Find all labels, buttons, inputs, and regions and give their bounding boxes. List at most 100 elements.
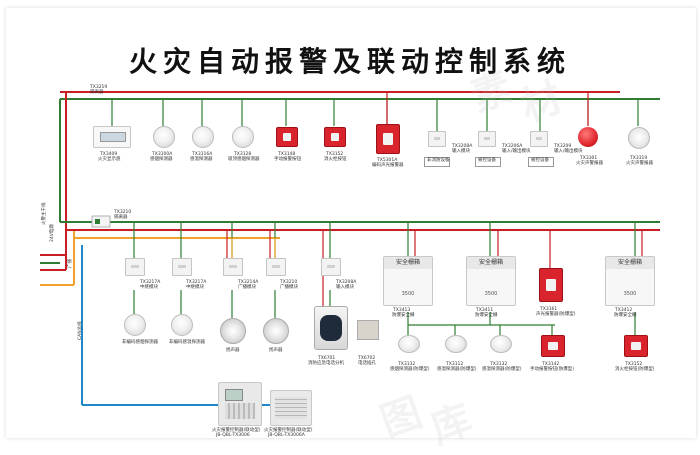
safety-box-3-head: 安全栅箱 [606,257,654,269]
hydrant-button-icon [324,127,346,147]
heat-detector-icon [192,126,214,148]
safety-box-2-head: 安全栅箱 [467,257,515,269]
top-device-1-name: 感烟探测器 [150,157,173,162]
safety-box-2-name: 防爆安全栅 [475,313,498,318]
safety-box-2-sub: 3500 [484,291,498,297]
controller-1-name: 火灾报警控制器(联动型) [212,428,261,433]
lower-device-4-name: 消防应急电话分机 [308,361,344,366]
top-device-0-code: TX3409 [100,152,118,157]
controller-2-model: JB-QBL-TX3006A [268,433,305,438]
left-label-0: 火警主干线 [42,202,47,226]
top-device-0-name: 火灾显示盘 [98,157,121,162]
non-coded-smoke-detector-icon [124,314,146,336]
ex-device-1-code: TX3112 [446,362,464,367]
lower-device-1-name: 非编码感温探测器 [169,340,205,345]
top-device-10-name: 输入/输出模块 [502,149,531,154]
top-device-4-code: TX3148 [278,152,296,157]
top-device-7-name: 非消防设备 [427,158,450,163]
safety-box-1-code: TX3413 [393,308,411,313]
ex-manual-alarm-button-icon [541,335,565,357]
top-device-2-name: 感温探测器 [190,157,213,162]
ex-device-0-name: 感烟探测器(防爆型) [390,367,430,372]
fire-alarm-bell-icon [578,127,598,147]
safety-box-1-sub: 3500 [401,291,415,297]
mid-bus-name: 隔离器 [114,215,128,220]
ex-device-1-name: 感温探测器(防爆型) [437,367,477,372]
sound-light-alarm-icon [376,124,400,154]
top-device-10-code: TX3206A [502,144,523,149]
top-device-14-name: 火灾声警报器 [626,161,653,166]
wiring-svg [40,91,660,406]
ex-heat-detector-2-icon [490,335,512,353]
isolator-mid [91,215,111,228]
controlled-equipment-box-2 [528,157,554,167]
speaker-1-icon [220,318,246,344]
top-device-3-name: 吸顶感烟探测器 [228,157,260,162]
controlled-equipment-box-1 [475,157,501,167]
input-module-lower-icon [321,258,341,276]
top-device-9-name: 被控设备 [478,158,496,163]
relay-module-1-icon [125,258,145,276]
top-bus-code: TX3219 [90,85,108,90]
fire-display-panel [93,126,131,148]
ex-device-5-name: 消火栓按钮(防爆型) [615,367,655,372]
top-device-12-code: TX3209 [554,144,572,149]
ex-device-4-code: TX3161 [540,307,558,312]
top-device-1-code: TX3100A [152,152,173,157]
controller-1 [218,382,262,426]
lower-module-4-code: TX3208A [336,280,357,285]
non-fire-equipment-box [424,157,450,167]
ex-device-0-code: TX3132 [398,362,416,367]
ceiling-smoke-detector-icon [232,126,254,148]
lower-module-0-name: 中继模块 [140,285,158,290]
lower-device-3-name: 扬声器 [269,348,283,353]
ex-hydrant-button-icon [624,335,648,357]
smoke-detector-icon [153,126,175,148]
lower-module-3-code: TX3210 [280,280,298,285]
ex-device-2-name: 感温探测器(防爆型) [482,367,522,372]
input-module-icon [428,131,446,147]
non-coded-heat-detector-icon [171,314,193,336]
ex-device-4-name: 声光报警器(防爆型) [536,312,576,317]
ex-device-5-code: TX3152 [625,362,643,367]
safety-box-3-code: TX3412 [615,308,633,313]
lower-module-1-name: 中继模块 [186,285,204,290]
top-device-14-code: TX3319 [630,156,648,161]
phone-jack-icon [357,320,379,340]
lower-module-3-name: 广播模块 [280,285,298,290]
emergency-phone-icon [314,306,348,350]
top-device-4-name: 手动报警按钮 [274,157,301,162]
top-device-13-name: 火灾声警报器 [576,161,603,166]
lower-device-4-code: TX6701 [318,356,336,361]
page-title: 火灾自动报警及联动控制系统 [128,45,571,78]
top-device-5-code: TX3152 [326,152,344,157]
top-device-12-name: 输入/输出模块 [554,149,583,154]
left-label-1: 24V电源 [50,224,55,242]
controller-2 [270,390,312,426]
ex-smoke-detector-icon [398,335,420,353]
safety-box-1-head: 安全栅箱 [384,257,432,269]
top-device-2-code: TX3116A [192,152,213,157]
top-device-3-code: TX3128 [234,152,252,157]
fire-sounder-icon [628,127,650,149]
lower-device-0-name: 非编码感烟探测器 [122,340,158,345]
lower-device-5-name: 电话插孔 [358,361,376,366]
ex-device-3-code: TX3142 [542,362,560,367]
safety-barrier-box-1: 安全栅箱 3500 [383,256,433,306]
controller-1-model: JB-QBL-TX3006 [216,433,250,438]
ex-sound-light-alarm-top-icon [539,268,563,302]
lower-module-0-code: TX3217A [140,280,161,285]
io-module-2-icon [530,131,548,147]
ex-heat-detector-icon [445,335,467,353]
top-device-6-code: TX5301A [377,158,398,163]
relay-module-2-icon [172,258,192,276]
safety-barrier-box-2: 安全栅箱 3500 [466,256,516,306]
lower-module-2-name: 广播模块 [238,285,256,290]
lower-device-2-name: 扬声器 [226,348,240,353]
top-device-8-code: TX3208A [452,144,473,149]
io-module-icon [478,131,496,147]
top-device-5-name: 消火栓按钮 [324,157,347,162]
mid-bus-code: TX3210 [114,210,132,215]
top-bus-name: 隔离器 [90,90,104,95]
safety-box-3-sub: 3500 [623,291,637,297]
